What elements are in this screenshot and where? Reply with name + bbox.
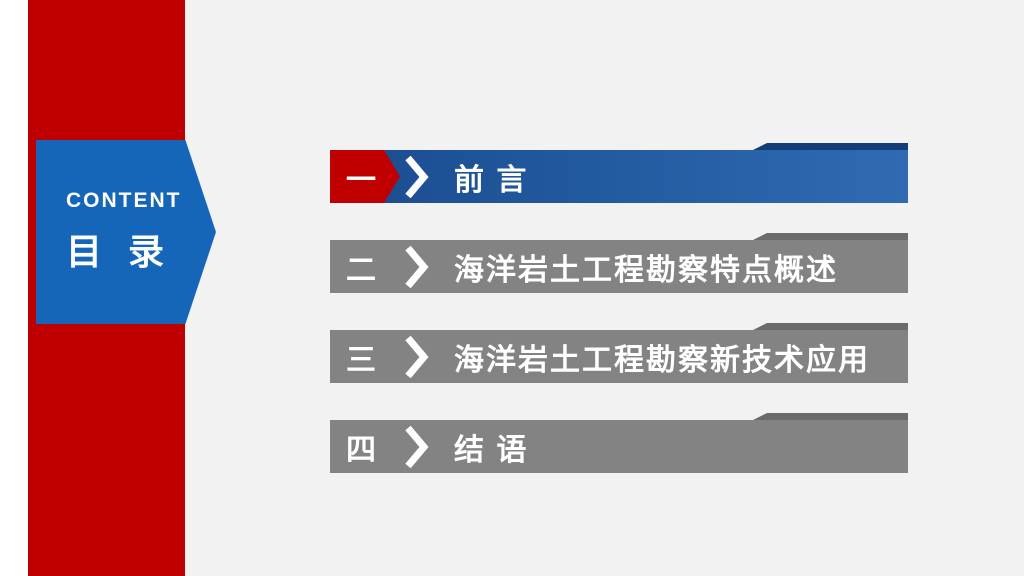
chevron-right-icon [404,244,430,290]
toc-item-label: 前 言 [454,163,529,197]
toc-item-4[interactable]: 四 结 语 [330,413,908,473]
toc-item-3[interactable]: 三 海洋岩土工程勘察新技术应用 [330,323,908,383]
contents-header-callout: CONTENT 目 录 [36,140,216,324]
toc-item-2[interactable]: 二 海洋岩土工程勘察特点概述 [330,233,908,293]
fold-shadow [753,413,908,420]
toc-item-number: 二 [346,253,376,287]
toc-item-number: 三 [346,343,376,377]
chevron-right-icon [404,154,430,200]
toc-list: 一 前 言 二 海洋岩土工程勘察特点概述 三 [330,143,908,510]
toc-item-label: 海洋岩土工程勘察特点概述 [454,253,838,287]
toc-item-number: 一 [330,150,400,203]
fold-shadow [753,323,908,330]
toc-item-label: 结 语 [454,433,529,467]
contents-title-cn: 目 录 [66,231,173,272]
contents-label-en: CONTENT [66,189,182,212]
fold-shadow [753,143,908,150]
left-margin-strip [0,0,28,576]
toc-item-1[interactable]: 一 前 言 [330,143,908,203]
fold-shadow [753,233,908,240]
chevron-right-icon [404,334,430,380]
toc-item-label: 海洋岩土工程勘察新技术应用 [454,343,870,377]
chevron-right-icon [404,424,430,470]
toc-item-number: 四 [346,433,376,467]
